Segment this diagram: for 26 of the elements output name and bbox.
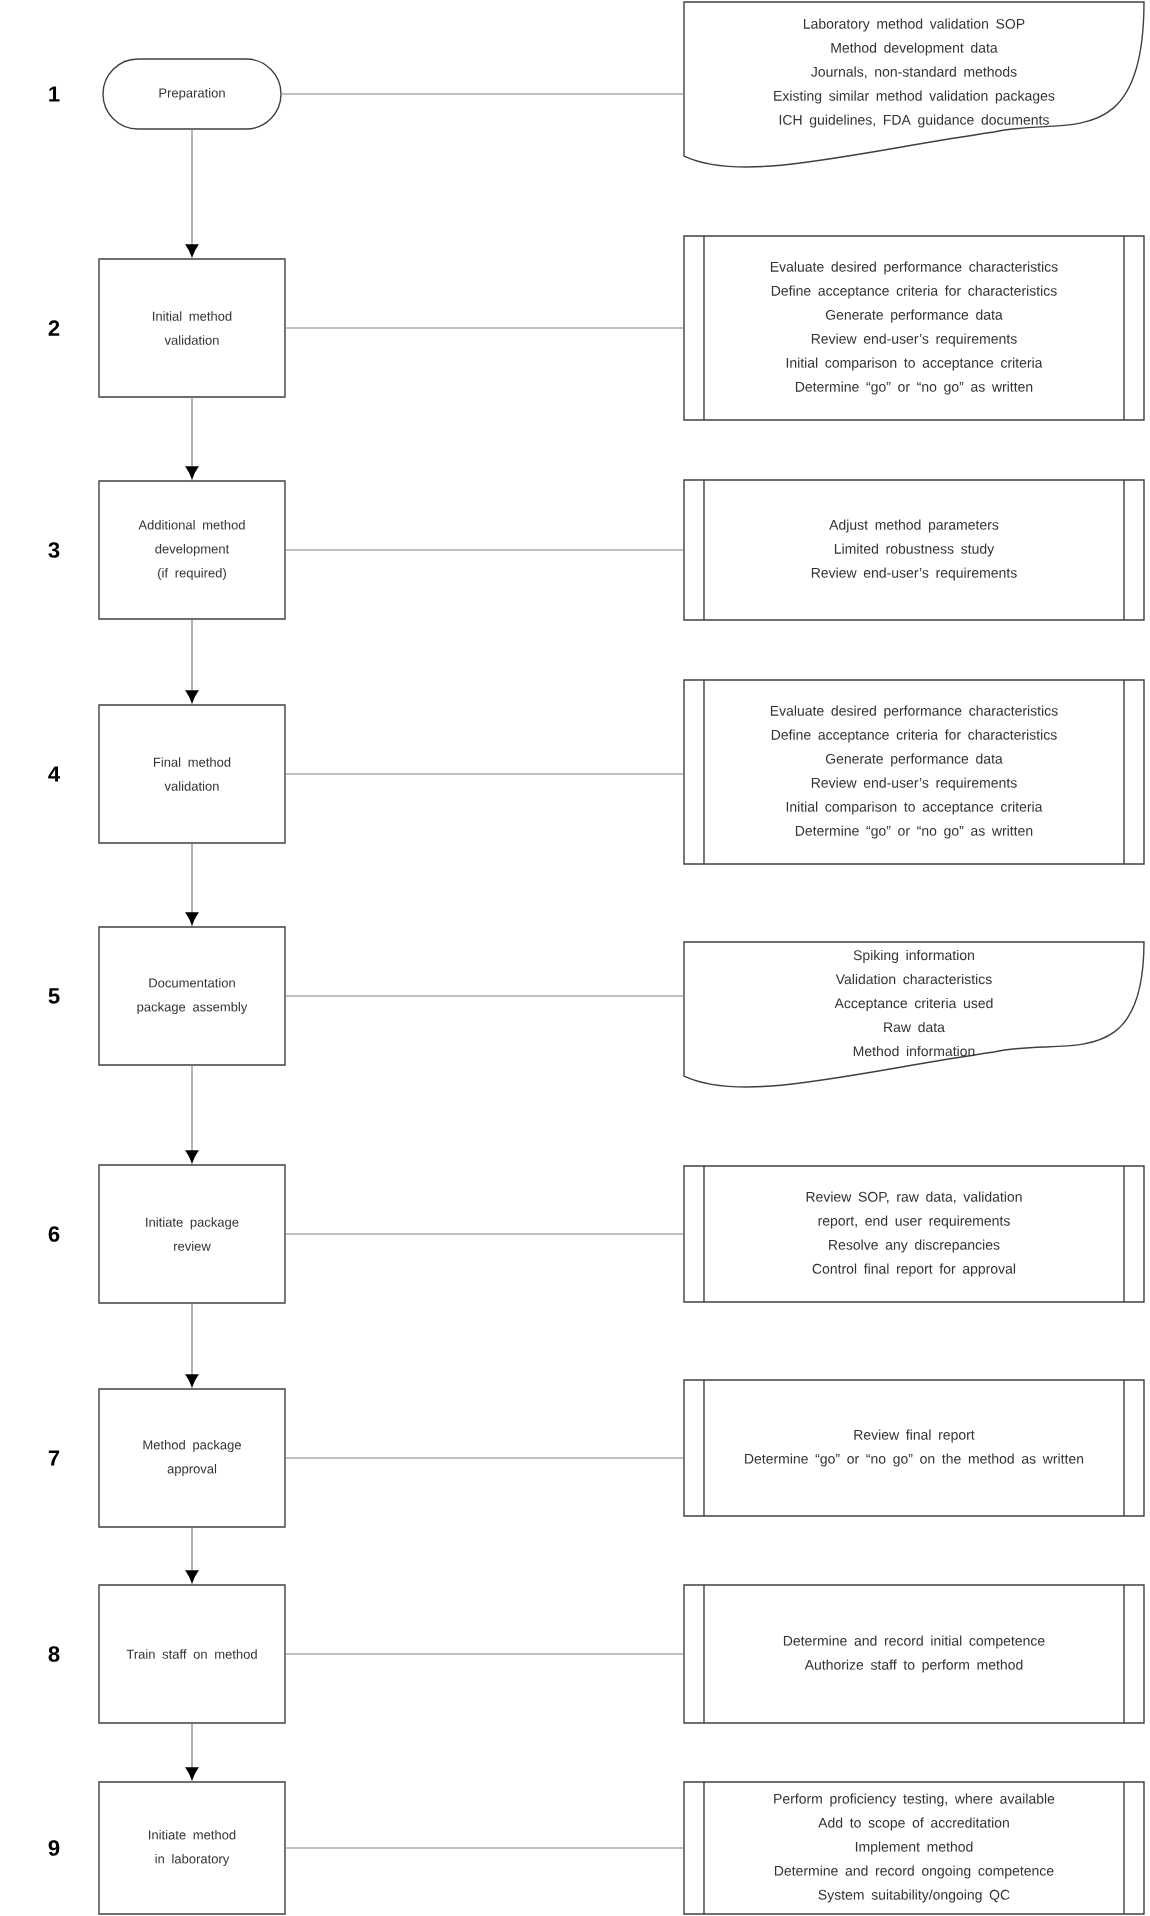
arrow xyxy=(185,1723,199,1780)
arrow xyxy=(185,1303,199,1387)
step-number: 9 xyxy=(48,1840,60,1856)
step-number: 3 xyxy=(48,542,60,558)
arrow xyxy=(185,619,199,703)
connector-line xyxy=(285,773,684,775)
connector-line xyxy=(285,549,684,551)
connector-line xyxy=(285,327,684,329)
step-number: 8 xyxy=(48,1646,60,1662)
step-number: 5 xyxy=(48,988,60,1004)
connector-line xyxy=(285,1653,684,1655)
connector-line xyxy=(285,1847,684,1849)
connector-line xyxy=(285,1233,684,1235)
arrow xyxy=(185,129,199,258)
arrow xyxy=(185,1527,199,1583)
arrow xyxy=(185,1065,199,1163)
arrow xyxy=(185,397,199,480)
step-number: 2 xyxy=(48,320,60,336)
step-number: 7 xyxy=(48,1450,60,1466)
connector-line xyxy=(285,995,685,997)
connector-line xyxy=(281,93,685,95)
arrow xyxy=(185,843,199,925)
step-number: 6 xyxy=(48,1226,60,1242)
connector-line xyxy=(285,1457,684,1459)
step-number: 1 xyxy=(49,86,60,102)
step-number: 4 xyxy=(48,766,60,782)
